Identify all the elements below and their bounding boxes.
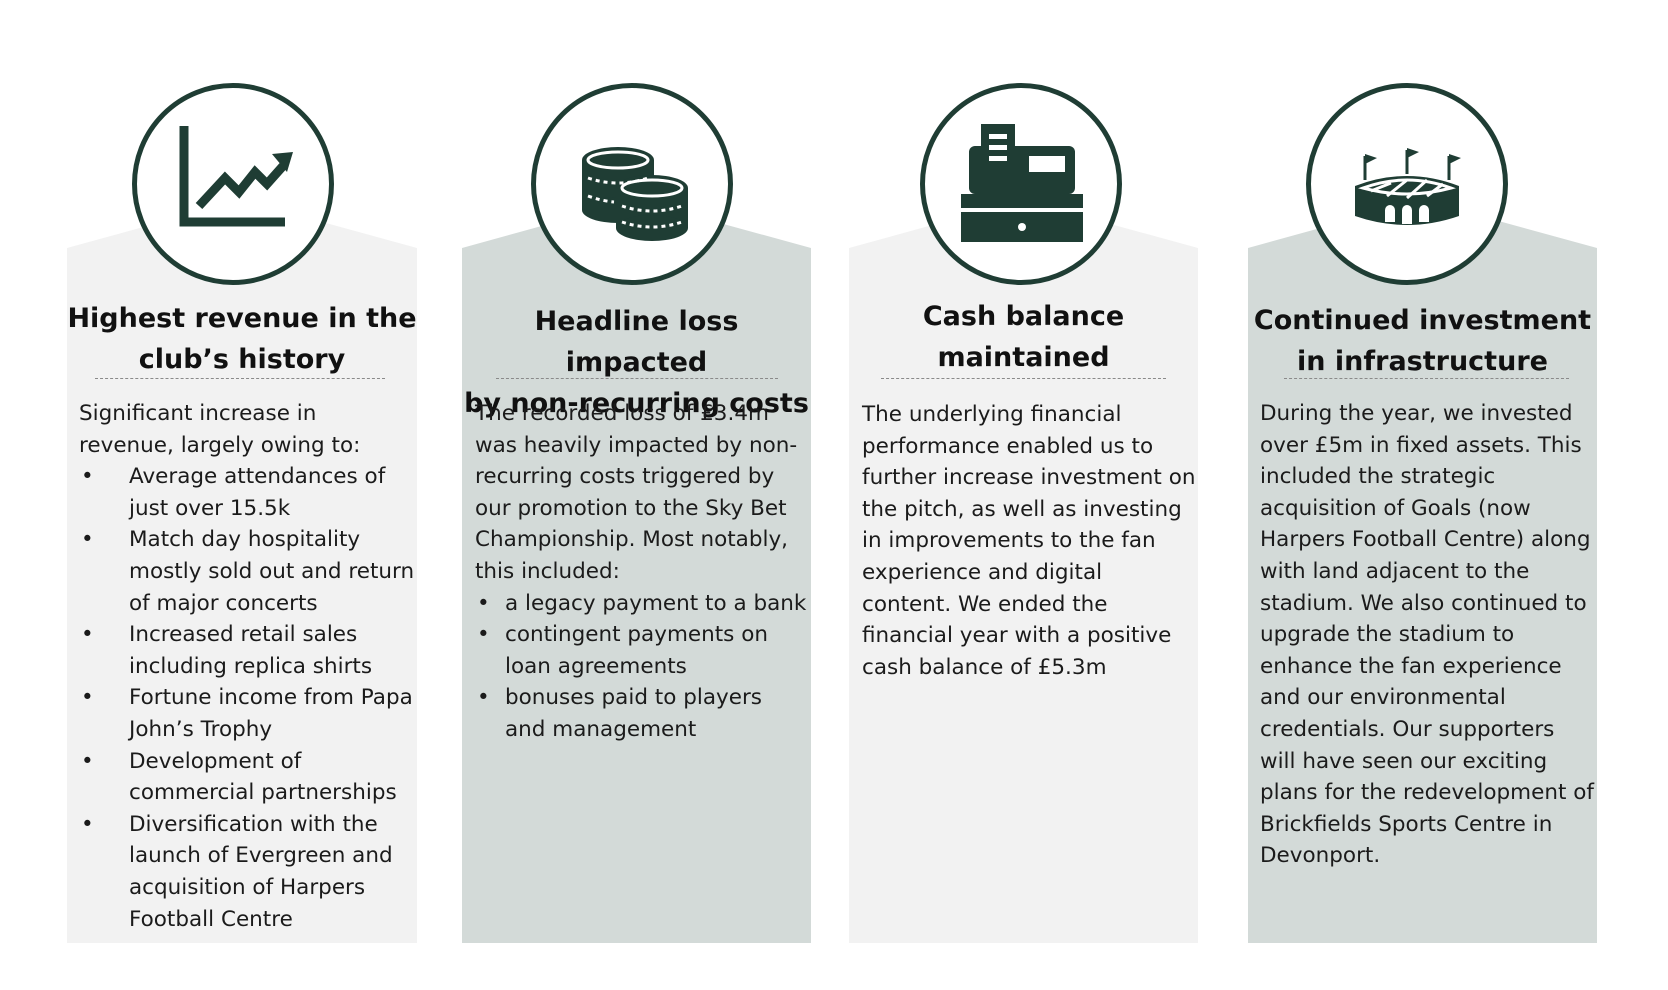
dashed-divider (496, 378, 778, 379)
dashed-divider (1284, 378, 1569, 379)
list-item: Increased retail sales including replica… (79, 619, 415, 682)
growth-chart-icon (179, 126, 293, 227)
panel-body: The recorded loss of £3.4m was heavily i… (475, 398, 808, 746)
list-item: Fortune income from Papa John’s Trophy (79, 682, 415, 745)
list-item: a legacy payment to a bank (475, 588, 808, 620)
intro-text: The underlying financial performance ena… (862, 402, 1196, 680)
stadium-icon (1355, 148, 1461, 225)
panel-cash: Cash balance maintained The underlying f… (849, 0, 1198, 990)
bullet-list: a legacy payment to a bank contingent pa… (475, 588, 808, 746)
coins-icon (582, 147, 688, 241)
list-item: bonuses paid to players and management (475, 682, 808, 745)
dashed-divider (95, 378, 385, 379)
panel-body: During the year, we invested over £5m in… (1260, 398, 1596, 872)
panel-background (849, 200, 1198, 943)
cash-register-icon (961, 124, 1083, 242)
intro-text: Significant increase in revenue, largely… (79, 401, 361, 458)
list-item: Match day hospitality mostly sold out an… (79, 524, 415, 619)
panel-body: The underlying financial performance ena… (862, 399, 1196, 683)
panel-background (462, 200, 811, 943)
panel-body: Significant increase in revenue, largely… (79, 398, 415, 935)
list-item: Development of commercial partnerships (79, 746, 415, 809)
list-item: Diversification with the launch of Everg… (79, 809, 415, 935)
dashed-divider (881, 378, 1166, 379)
list-item: contingent payments on loan agreements (475, 619, 808, 682)
intro-text: During the year, we invested over £5m in… (1260, 401, 1594, 869)
icon-circle (920, 83, 1122, 285)
icon-circle (531, 83, 733, 285)
icon-circle (132, 83, 334, 285)
list-item: Average attendances of just over 15.5k (79, 461, 415, 524)
panel-heading: Continued investment in infrastructure (1253, 305, 1592, 377)
panel-heading: Cash balance maintained (922, 301, 1125, 373)
panel-background (1248, 200, 1597, 943)
panel-investment: Continued investment in infrastructure D… (1248, 0, 1597, 990)
panel-loss: Headline loss impacted by non-recurring … (462, 0, 811, 990)
bullet-list: Average attendances of just over 15.5k M… (79, 461, 415, 935)
panel-revenue: Highest revenue in the club’s history Si… (67, 0, 417, 990)
intro-text: The recorded loss of £3.4m was heavily i… (475, 401, 798, 584)
panel-heading: Headline loss impacted by non-recurring … (464, 306, 809, 419)
icon-circle (1306, 83, 1508, 285)
panel-heading: Highest revenue in the club’s history (67, 303, 417, 375)
